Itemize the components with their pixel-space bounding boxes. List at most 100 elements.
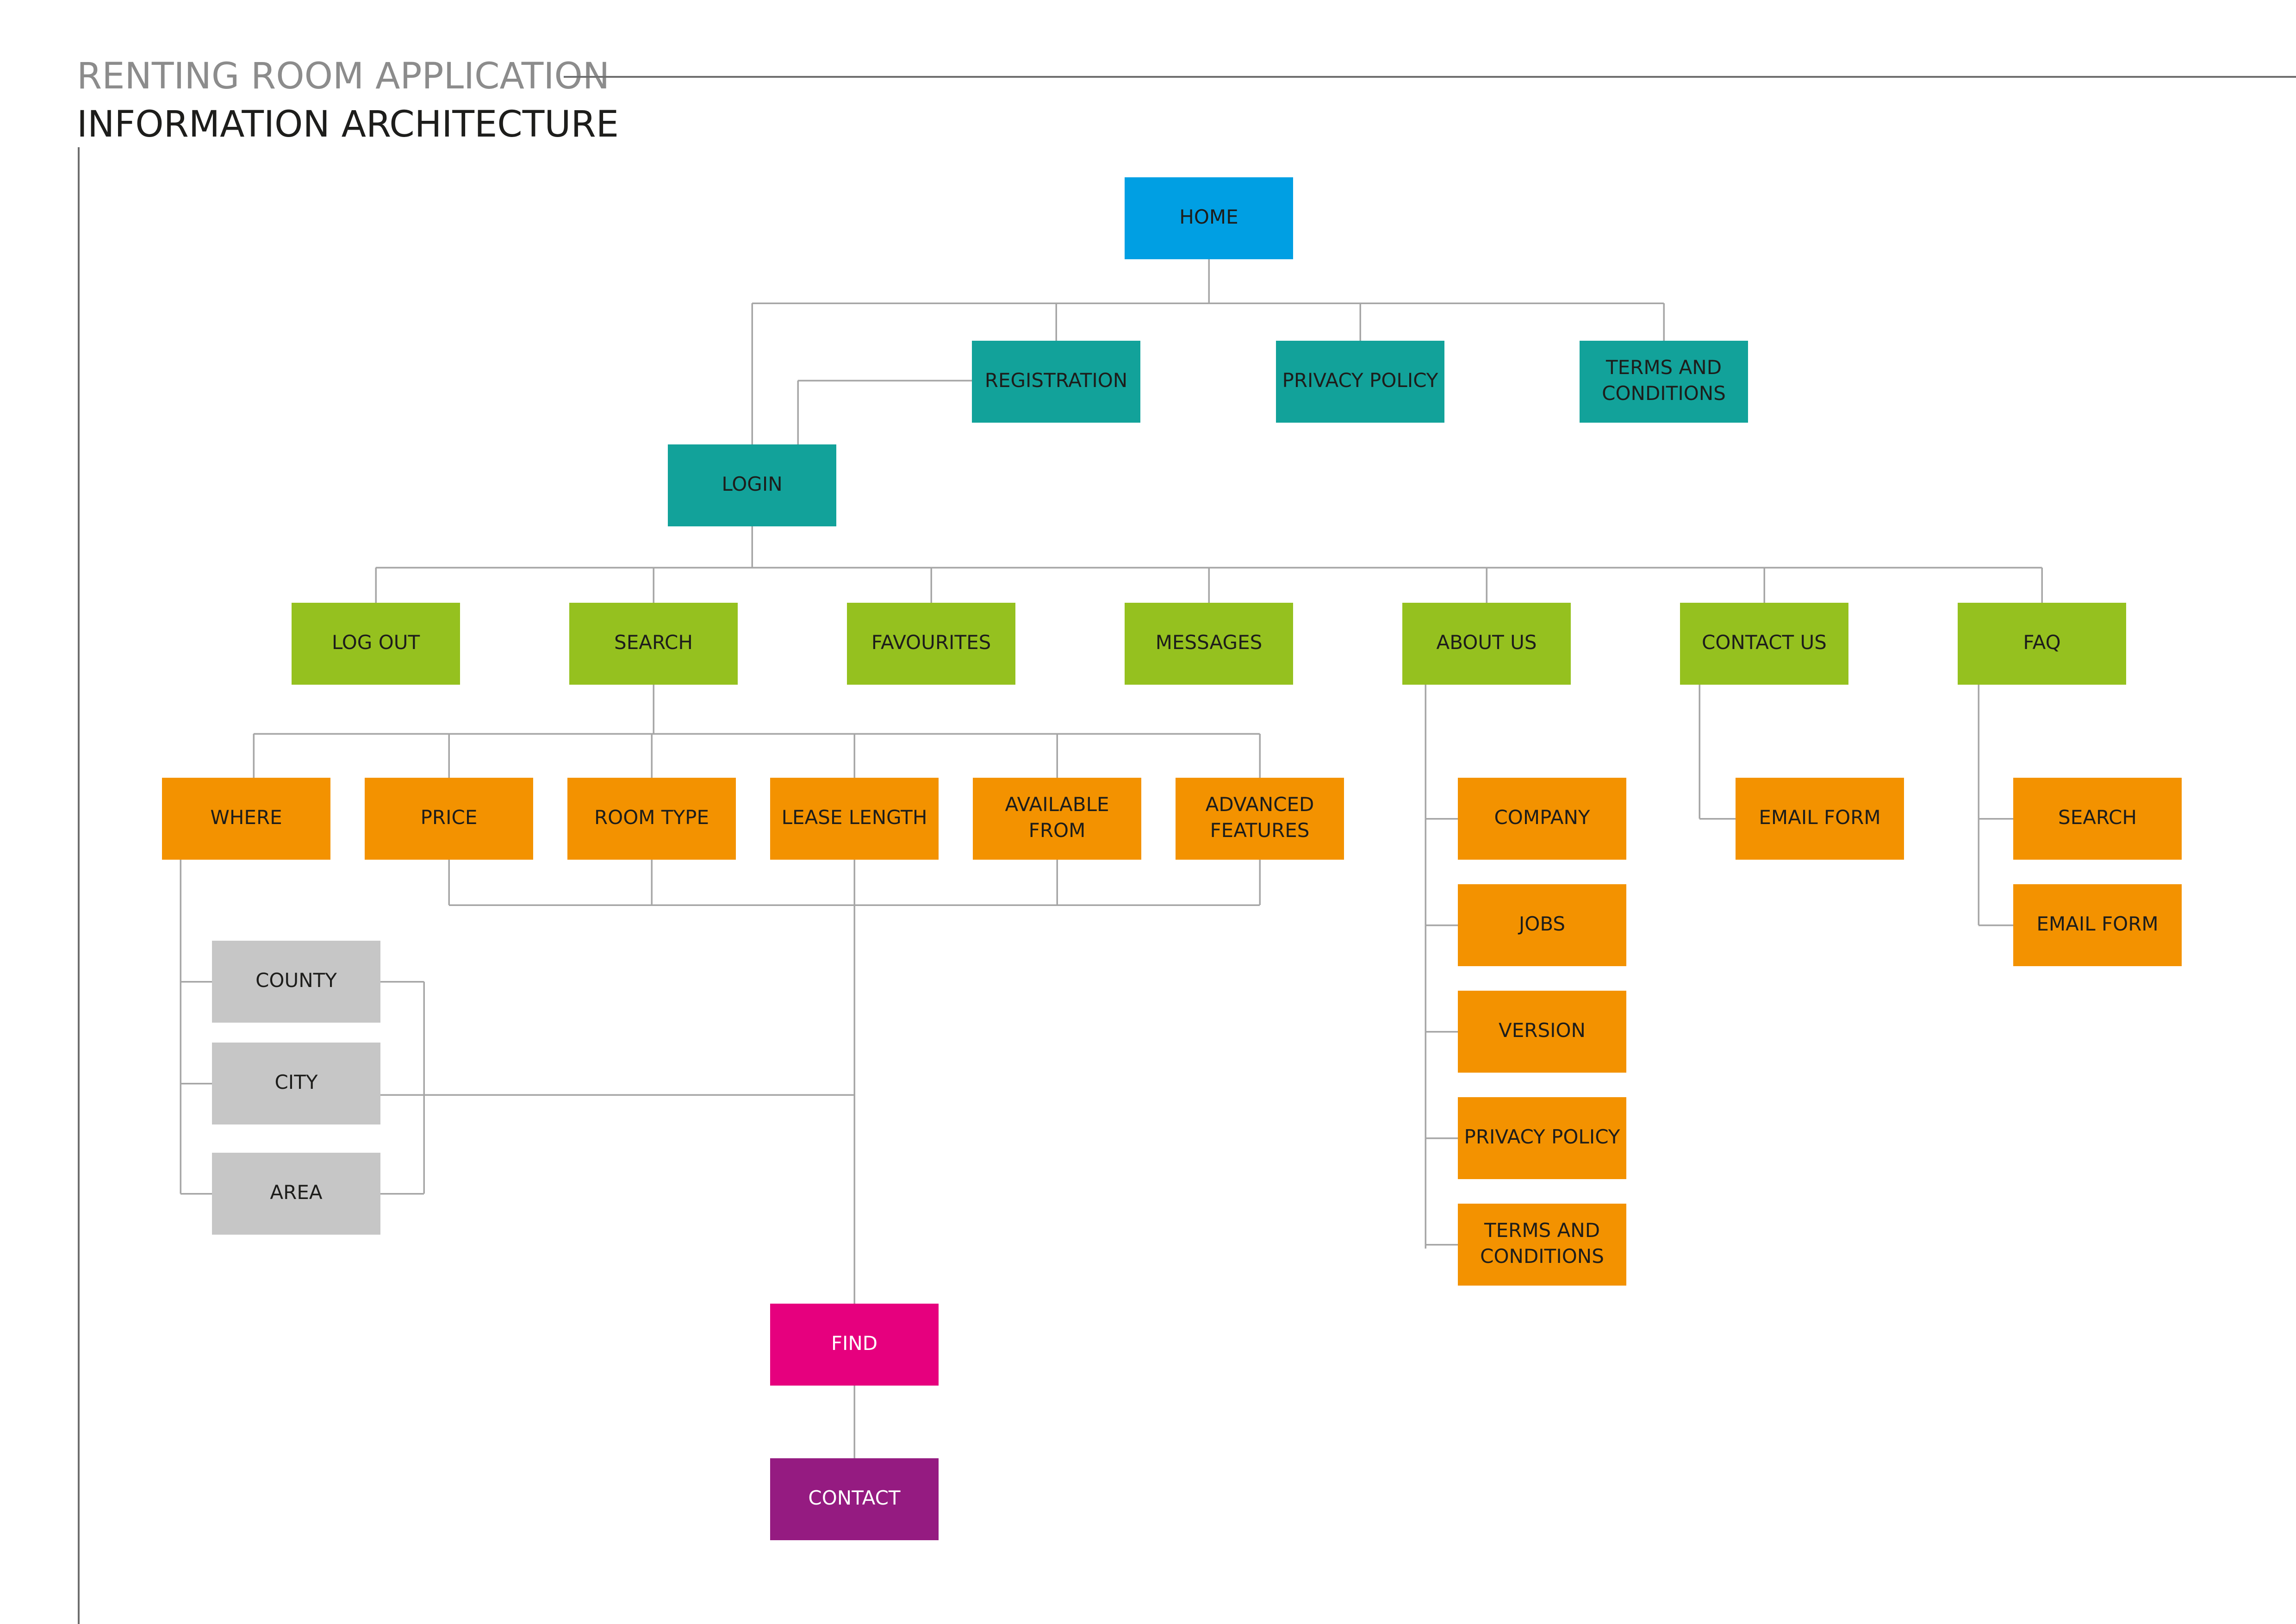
node-box — [292, 603, 460, 685]
node-box — [973, 778, 1141, 860]
node-search: SEARCH — [569, 603, 738, 685]
node-box — [1458, 884, 1626, 966]
node-area: AREA — [212, 1153, 380, 1235]
node-label: PRICE — [421, 806, 478, 829]
node-box — [2013, 778, 2182, 860]
node-box — [365, 778, 533, 860]
node-label: COUNTY — [255, 969, 337, 992]
node-registration: REGISTRATION — [972, 341, 1140, 423]
node-label: MESSAGES — [1156, 631, 1263, 654]
node-where: WHERE — [162, 778, 330, 860]
node-terms-and-conditions: TERMS AND CONDITIONS — [1580, 341, 1748, 423]
node-box — [569, 603, 738, 685]
node-label: PRIVACY POLICY — [1282, 369, 1438, 392]
node-label: LOGIN — [722, 473, 782, 495]
node-about-privacy-policy: PRIVACY POLICY — [1458, 1097, 1626, 1179]
node-label: AREA — [270, 1181, 322, 1204]
node-contact: CONTACT — [770, 1458, 939, 1540]
node-email-form-faq: EMAIL FORM — [2013, 884, 2182, 966]
node-version: VERSION — [1458, 991, 1626, 1073]
node-faq-search: SEARCH — [2013, 778, 2182, 860]
node-city: CITY — [212, 1043, 380, 1124]
node-box — [1958, 603, 2126, 685]
node-privacy-policy: PRIVACY POLICY — [1276, 341, 1444, 423]
diagram-subtitle: INFORMATION ARCHITECTURE — [77, 104, 619, 145]
node-box — [1736, 778, 1904, 860]
node-label: ABOUT US — [1436, 631, 1537, 654]
node-box — [770, 1304, 939, 1386]
node-box — [1458, 1097, 1626, 1179]
node-label: SEARCH — [2058, 806, 2137, 829]
node-box — [1176, 778, 1344, 860]
diagram-title: RENTING ROOM APPLICATION — [77, 56, 610, 97]
node-box — [1276, 341, 1444, 423]
node-label: CONTACT US — [1702, 631, 1827, 654]
node-label: WHERE — [210, 806, 282, 829]
node-label: VERSION — [1499, 1019, 1586, 1042]
node-box — [770, 1458, 939, 1540]
node-box — [2013, 884, 2182, 966]
node-label: HOME — [1179, 206, 1238, 228]
node-label: TERMS AND — [1484, 1219, 1600, 1242]
node-about-terms-and-conditions: TERMS AND CONDITIONS — [1458, 1204, 1626, 1286]
node-box — [1402, 603, 1571, 685]
node-label: SEARCH — [614, 631, 693, 654]
node-box — [1125, 603, 1293, 685]
node-label: ADVANCED — [1206, 793, 1314, 816]
node-box — [668, 444, 836, 526]
node-box — [162, 778, 330, 860]
node-advanced-features: ADVANCED FEATURES — [1176, 778, 1344, 860]
node-label: EMAIL FORM — [2036, 912, 2158, 935]
node-about-us: ABOUT US — [1402, 603, 1571, 685]
node-label: CONDITIONS — [1480, 1245, 1604, 1268]
node-available-from: AVAILABLE FROM — [973, 778, 1141, 860]
node-label: FROM — [1029, 819, 1086, 842]
node-lease-length: LEASE LENGTH — [770, 778, 939, 860]
node-log-out: LOG OUT — [292, 603, 460, 685]
node-email-form-contact: EMAIL FORM — [1736, 778, 1904, 860]
node-box — [567, 778, 736, 860]
node-label: TERMS AND — [1605, 356, 1722, 379]
node-price: PRICE — [365, 778, 533, 860]
node-login: LOGIN — [668, 444, 836, 526]
node-box — [847, 603, 1015, 685]
node-box — [1458, 778, 1626, 860]
node-contact-us: CONTACT US — [1680, 603, 1848, 685]
node-label: AVAILABLE — [1005, 793, 1109, 816]
node-label: ROOM TYPE — [594, 806, 709, 829]
node-box — [770, 778, 939, 860]
node-label: CONTACT — [808, 1487, 901, 1509]
node-label: LOG OUT — [332, 631, 420, 654]
node-label: REGISTRATION — [985, 369, 1127, 392]
node-label: JOBS — [1518, 912, 1565, 935]
node-room-type: ROOM TYPE — [567, 778, 736, 860]
node-label: FIND — [831, 1332, 877, 1355]
node-label: CONDITIONS — [1602, 382, 1726, 405]
connector-lines — [180, 259, 2043, 1458]
node-box — [1458, 991, 1626, 1073]
node-label: PRIVACY POLICY — [1464, 1125, 1620, 1148]
node-box — [1125, 177, 1293, 259]
node-jobs: JOBS — [1458, 884, 1626, 966]
node-box — [212, 941, 380, 1023]
node-box — [1458, 1204, 1626, 1286]
node-faq: FAQ — [1958, 603, 2126, 685]
node-favourites: FAVOURITES — [847, 603, 1015, 685]
node-home: HOME — [1125, 177, 1293, 259]
node-label: LEASE LENGTH — [782, 806, 927, 829]
node-messages: MESSAGES — [1125, 603, 1293, 685]
node-label: COMPANY — [1494, 806, 1590, 829]
node-label: FAQ — [2023, 631, 2060, 654]
node-box — [972, 341, 1140, 423]
node-box — [212, 1153, 380, 1235]
node-box — [1580, 341, 1748, 423]
nodes-layer: HOME REGISTRATION PRIVACY POLICY TERMS AND C… — [162, 177, 2182, 1540]
node-company: COMPANY — [1458, 778, 1626, 860]
node-label: CITY — [274, 1071, 317, 1093]
node-label: EMAIL FORM — [1759, 806, 1880, 829]
node-county: COUNTY — [212, 941, 380, 1023]
node-find: FIND — [770, 1304, 939, 1386]
node-label: FEATURES — [1210, 819, 1310, 842]
node-label: FAVOURITES — [871, 631, 991, 654]
